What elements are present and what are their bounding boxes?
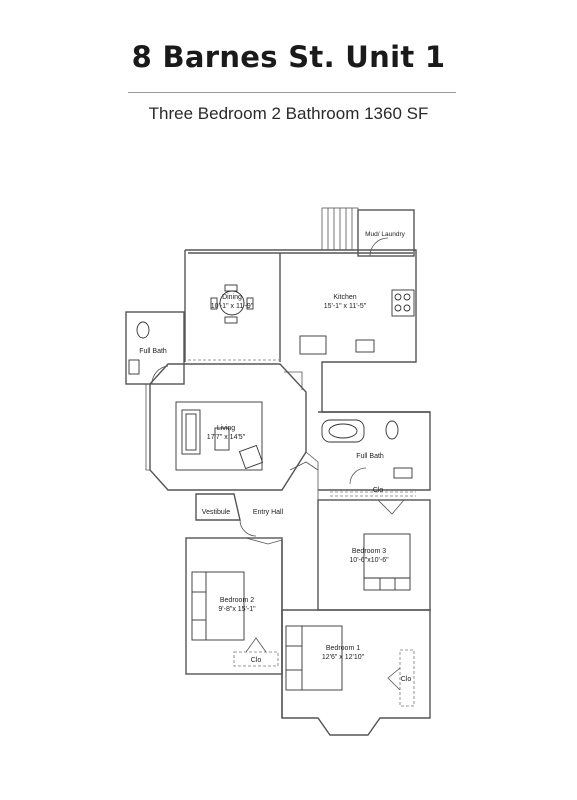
- label-full-bath-left: Full Bath: [139, 348, 167, 355]
- kitchen-sink: [355, 339, 375, 353]
- label-closet-hall: Clo: [373, 487, 384, 494]
- mud-laundry-room: [357, 209, 415, 257]
- sofa: [181, 409, 201, 455]
- label-full-bath-right: Full Bath: [356, 453, 384, 460]
- kitchen-dining-walls: [185, 249, 430, 413]
- exterior-walls: [125, 207, 431, 736]
- kitchen-island: [299, 335, 327, 355]
- label-bedroom-3: Bedroom 3: [352, 548, 386, 555]
- fixtures: [128, 237, 415, 707]
- title-divider: [128, 92, 456, 93]
- armchair: [238, 444, 264, 470]
- dims-kitchen: 15'-1" x 11'-5": [324, 303, 367, 310]
- label-vestibule: Vestibule: [202, 509, 231, 516]
- stove: [391, 289, 415, 317]
- label-closet-bed2: Clo: [251, 657, 262, 664]
- dims-bedroom-3: 10'-6"x10'-6": [349, 557, 389, 564]
- coffee-table: [214, 427, 230, 451]
- toilet-left: [136, 321, 150, 339]
- closet-bed1: [399, 649, 415, 707]
- label-bedroom-2: Bedroom 2: [220, 597, 254, 604]
- label-closet-bed1: Clo: [401, 676, 412, 683]
- bedroom-1: [281, 609, 431, 736]
- living-rug: [175, 401, 263, 471]
- bed-3: [363, 533, 411, 591]
- page-title: 8 Barnes St. Unit 1: [131, 40, 446, 74]
- bedroom-3: [317, 499, 431, 611]
- room-labels: Mud/ Laundry Dining 10'-1" x 11'-9" Kitc…: [139, 231, 411, 683]
- page-subtitle: Three Bedroom 2 Bathroom 1360 SF: [148, 104, 429, 123]
- bed-2: [191, 571, 245, 641]
- dims-living: 17'7" x 14'5": [207, 434, 246, 441]
- left-full-bath: [125, 311, 185, 385]
- label-entry-hall: Entry Hall: [253, 509, 284, 516]
- dims-bedroom-1: 12'6" x 12'10": [322, 654, 365, 661]
- vestibule: [195, 493, 241, 521]
- label-bedroom-1: Bedroom 1: [326, 645, 360, 652]
- bathtub: [321, 419, 365, 443]
- bed-1: [285, 625, 343, 691]
- sink-right: [393, 467, 413, 479]
- closet-bed2: [233, 651, 279, 667]
- dims-dining: 10'-1" x 11'-9": [211, 303, 254, 310]
- right-full-bath: [318, 411, 431, 491]
- sink-left: [128, 359, 140, 375]
- label-kitchen: Kitchen: [333, 294, 356, 301]
- label-dining: Dining: [222, 294, 242, 301]
- dims-bedroom-2: 9'-8"x 15'-1": [218, 606, 256, 613]
- label-living: Living: [217, 425, 235, 432]
- label-mud-laundry: Mud/ Laundry: [365, 231, 405, 238]
- toilet-right: [385, 420, 399, 440]
